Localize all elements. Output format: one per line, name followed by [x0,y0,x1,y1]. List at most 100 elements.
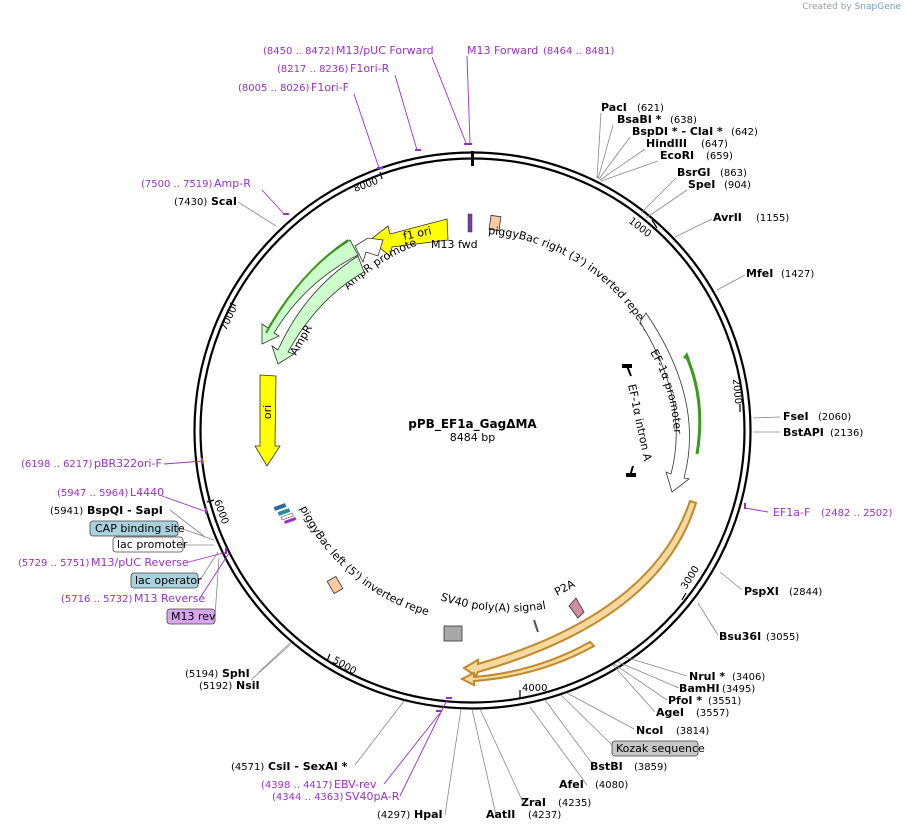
enzyme-hindiii[interactable]: HindIII(647) [646,137,728,150]
label-lac-promoter[interactable]: lac promoter [112,536,188,553]
enzyme-pos: (4235) [558,798,591,809]
primer-ef1a-f[interactable]: EF1a-F(2482 .. 2502) [773,506,893,519]
primer-m13-forward[interactable]: M13 Forward(8464 .. 8481) [467,44,615,57]
enzyme-bsu36i[interactable]: Bsu36I(3055) [719,630,799,643]
label-cap-binding-site[interactable]: CAP binding site [89,520,185,537]
feature-ori[interactable]: ori [254,374,281,467]
enzyme-bsrgi[interactable]: BsrGI(863) [677,166,747,179]
enzyme-pos: (7430) [174,197,207,208]
enzyme-pos: (5192) [199,681,232,692]
label-lac-operator[interactable]: lac operator [130,572,202,589]
enzyme-nsii[interactable]: (5192) NsiI [199,679,260,692]
feature-cds-arc[interactable] [459,499,698,687]
primer-name: F1ori-R [350,62,390,75]
plasmid-size: 8484 bp [450,431,495,444]
label-kozak-sequence[interactable]: Kozak sequence [611,740,705,757]
enzyme-name: BspQI - SapI [87,504,163,517]
enzyme-name: BsaBI * [617,113,662,126]
feature-piggybac-left-ir[interactable]: piggyBac left (5') inverted repeat [0,0,431,618]
enzyme-pos: (2060) [818,412,851,423]
label-m13-rev[interactable]: M13 rev [166,608,216,625]
feature-piggybac-right-ir[interactable]: piggyBac right (3') inverted repeat [488,214,654,333]
enzyme-scai[interactable]: (7430)ScaI [174,195,237,208]
enzyme-bamhi[interactable]: BamHI(3495) [679,682,755,695]
feature-ef1a-intron-a[interactable]: EF-1α intron A [622,364,654,477]
credit-prefix: Created by [802,2,852,12]
enzyme-name: SpeI [688,178,715,191]
feature-label: P2A [552,577,577,599]
enzyme-pfoi[interactable]: PfoI * (3551) [668,694,741,707]
box-label-text: lac promoter [117,538,188,551]
primer-name: M13/pUC Forward [336,44,434,57]
enzyme-ncoi[interactable]: NcoI(3814) [636,724,709,737]
enzyme-bstbi[interactable]: BstBI(3859) [590,760,667,773]
enzyme-pos: (4080) [595,780,628,791]
feature-ampr[interactable]: AmpR [261,239,365,365]
feature-sv40-polya[interactable]: SV40 poly(A) signal [439,590,547,642]
primer-name: L4440 [130,486,164,499]
primer-name: M13/pUC Reverse [91,556,189,569]
box-label-text: CAP binding site [95,522,185,535]
enzyme-bspqi-sapi[interactable]: (5941)BspQI - SapI [50,504,163,517]
primer-range: (8464 .. 8481) [543,46,615,57]
enzyme-aatii[interactable]: AatII(4237) [486,808,561,821]
enzyme-name: PspXI [744,585,779,598]
enzyme-name: PacI [601,101,627,114]
primer-name: EF1a-F [773,506,810,519]
enzyme-sphi[interactable]: (5194)SphI [185,667,250,680]
enzyme-csii-sexai[interactable]: (4571)CsiI - SexAI * [231,760,348,773]
scale-label: 3000 [679,564,702,591]
primer-l4440[interactable]: (5947 .. 5964)L4440 [57,486,164,499]
primer-f1ori-f[interactable]: (8005 .. 8026)F1ori-F [238,81,349,94]
enzyme-hpai[interactable]: (4297)HpaI [377,808,443,821]
scale-tick-2000: 2000 [730,378,743,412]
primer-range: (5947 .. 5964) [57,488,129,499]
enzyme-paci[interactable]: PacI(621) [601,101,664,114]
enzyme-pos: (2844) [789,587,822,598]
primer-sv40pa-r[interactable]: (4344 .. 4363)SV40pA-R [272,790,400,803]
enzyme-name: Bsu36I [719,630,761,643]
enzyme-mfei[interactable]: MfeI(1427) [746,267,814,280]
enzyme-name: PfoI * [668,694,702,707]
enzyme-afei[interactable]: AfeI(4080) [559,778,628,791]
primer-amp-r[interactable]: (7500 .. 7519)Amp-R [141,177,251,190]
primer-name: SV40pA-R [345,790,400,803]
enzyme-bstapi[interactable]: BstAPI(2136) [783,426,863,439]
primer-m13-reverse[interactable]: (5716 .. 5732)M13 Reverse [61,592,205,605]
enzyme-labels: PacI(621) BsaBI * (638) BspDI * - ClaI *(… [50,101,863,821]
enzyme-pos: (1427) [781,269,814,280]
enzyme-ecori[interactable]: EcoRI(659) [660,149,733,162]
enzyme-bsabi[interactable]: BsaBI * (638) [617,113,697,126]
scale-tick-7000: 7000 [219,302,239,332]
enzyme-fsei[interactable]: FseI(2060) [783,410,851,423]
primer-m13-puc-forward[interactable]: (8450 .. 8472)M13/pUC Forward [263,44,434,57]
enzyme-pos: (904) [724,180,751,191]
enzyme-avrii[interactable]: AvrII(1155) [713,211,789,224]
feature-label: f1 ori [402,224,433,243]
enzyme-pos: (3551) [708,696,741,707]
lac-region-features[interactable] [273,503,297,524]
enzyme-bspdi-clai[interactable]: BspDI * - ClaI *(642) [632,125,758,138]
feature-ef1a-promoter[interactable]: EF-1α promoter [639,312,702,493]
box-label-text: M13 rev [171,610,216,623]
primer-marks [201,143,746,712]
primer-pbr322ori-f[interactable]: (6198 .. 6217)pBR322ori-F [21,457,162,470]
enzyme-zrai[interactable]: ZraI(4235) [521,796,591,809]
primer-f1ori-r[interactable]: (8217 .. 8236)F1ori-R [277,62,390,75]
primer-range: (5716 .. 5732) [61,594,133,605]
enzyme-pos: (1155) [756,213,789,224]
primer-ebv-rev[interactable]: (4398 .. 4417)EBV-rev [261,778,377,791]
feature-m13-fwd[interactable]: M13 fwd [431,213,478,251]
feature-p2a[interactable]: P2A [552,577,585,619]
enzyme-nrui[interactable]: NruI *(3406) [689,670,765,683]
enzyme-name: NsiI [236,679,260,692]
enzyme-pspxi[interactable]: PspXI (2844) [744,585,822,598]
primer-m13-puc-reverse[interactable]: (5729 .. 5751)M13/pUC Reverse [18,556,189,569]
enzyme-pos: (638) [670,115,697,126]
scale-label: 4000 [522,683,547,694]
enzyme-pos: (3814) [676,726,709,737]
enzyme-spei[interactable]: SpeI (904) [688,178,751,191]
scale-label: 5000 [331,655,359,677]
enzyme-agei[interactable]: AgeI(3557) [656,706,729,719]
enzyme-name: HpaI [414,808,443,821]
